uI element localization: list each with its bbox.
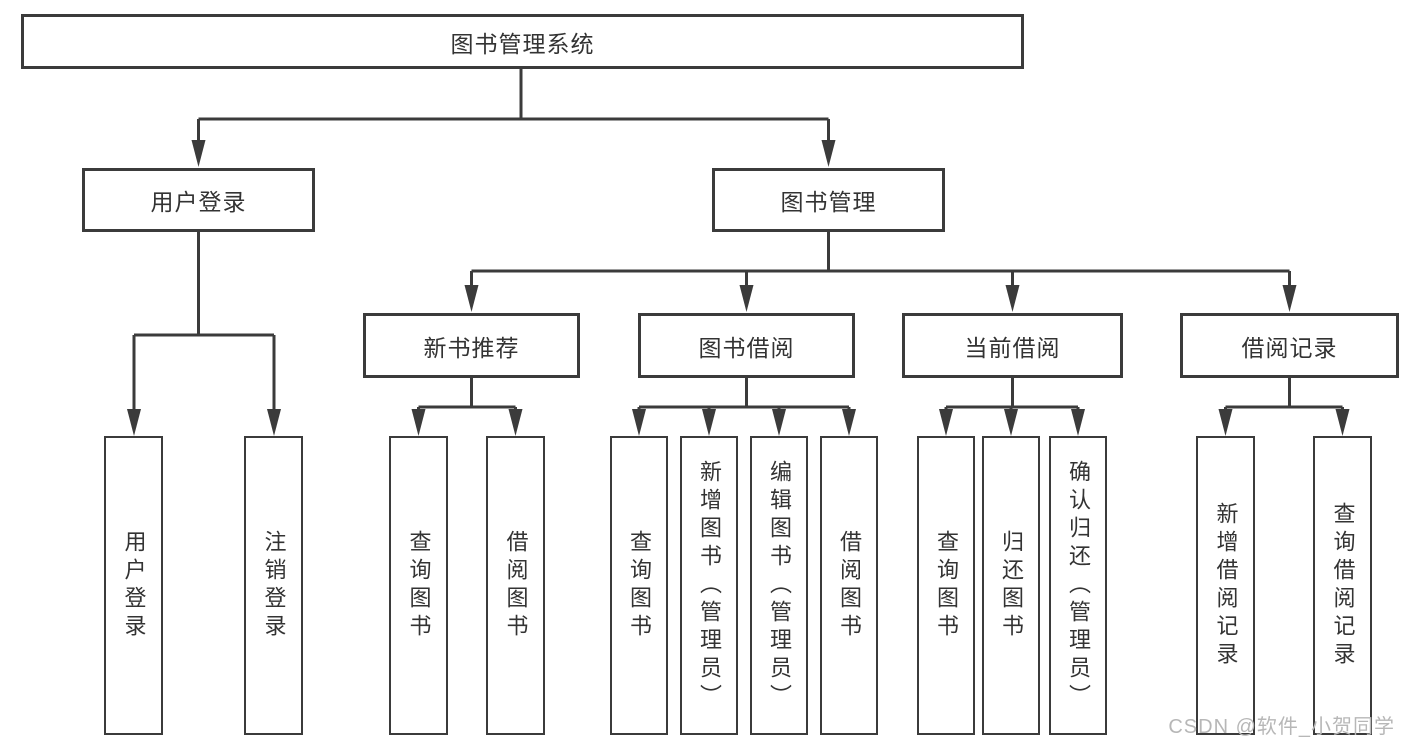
leaf-borrow-books: 借阅图书 xyxy=(820,436,878,735)
node-user-login-label: 用户登录 xyxy=(150,189,247,215)
leaf-query-books-recommend-label: 查询图书 xyxy=(406,529,432,642)
node-book-borrow-label: 图书借阅 xyxy=(698,334,795,361)
node-new-book-recommend: 新书推荐 xyxy=(363,313,580,378)
leaf-borrow-books-label: 借阅图书 xyxy=(837,529,862,642)
connector-root-to-level1 xyxy=(191,69,836,167)
node-current-borrow-label: 当前借阅 xyxy=(964,334,1061,361)
node-borrow-records-label: 借阅记录 xyxy=(1241,334,1338,361)
connector-book-borrow-branch xyxy=(632,378,856,436)
node-borrow-records: 借阅记录 xyxy=(1180,313,1399,378)
leaf-confirm-return-admin-label: 确认归还（管理员） xyxy=(1066,459,1091,712)
leaf-add-borrow-record-label: 新增借阅记录 xyxy=(1213,501,1239,670)
leaf-query-borrow-record-label: 查询借阅记录 xyxy=(1330,501,1356,670)
node-book-management-label: 图书管理 xyxy=(780,189,877,215)
node-book-borrow: 图书借阅 xyxy=(638,313,855,378)
leaf-user-login-label: 用户登录 xyxy=(121,529,147,642)
node-root-label: 图书管理系统 xyxy=(450,30,595,57)
connector-borrow-records-branch xyxy=(1218,378,1350,436)
leaf-query-books-recommend: 查询图书 xyxy=(389,436,448,735)
node-user-login: 用户登录 xyxy=(82,168,315,232)
leaf-return-books-label: 归还图书 xyxy=(999,529,1024,642)
node-new-book-recommend-label: 新书推荐 xyxy=(423,334,520,361)
leaf-edit-books-admin: 编辑图书（管理员） xyxy=(750,436,808,735)
leaf-return-books: 归还图书 xyxy=(982,436,1040,735)
leaf-query-books-borrow-label: 查询图书 xyxy=(627,529,652,642)
leaf-query-books-borrow: 查询图书 xyxy=(610,436,668,735)
leaf-logout-label: 注销登录 xyxy=(261,529,287,642)
leaf-logout: 注销登录 xyxy=(244,436,303,735)
connector-user-login-branch xyxy=(127,232,281,436)
leaf-query-books-current: 查询图书 xyxy=(917,436,975,735)
leaf-add-borrow-record: 新增借阅记录 xyxy=(1196,436,1255,735)
node-root: 图书管理系统 xyxy=(21,14,1024,69)
leaf-add-books-admin-label: 新增图书（管理员） xyxy=(697,459,722,712)
leaf-borrow-books-recommend: 借阅图书 xyxy=(486,436,545,735)
leaf-query-books-current-label: 查询图书 xyxy=(934,529,959,642)
connector-book-management-to-level2 xyxy=(464,232,1297,312)
node-book-management: 图书管理 xyxy=(712,168,945,232)
connector-current-borrow-branch xyxy=(939,378,1085,436)
leaf-add-books-admin: 新增图书（管理员） xyxy=(680,436,738,735)
leaf-borrow-books-recommend-label: 借阅图书 xyxy=(503,529,529,642)
leaf-query-borrow-record: 查询借阅记录 xyxy=(1313,436,1372,735)
node-current-borrow: 当前借阅 xyxy=(902,313,1123,378)
connector-new-book-recommend-branch xyxy=(411,378,523,436)
leaf-confirm-return-admin: 确认归还（管理员） xyxy=(1049,436,1107,735)
leaf-edit-books-admin-label: 编辑图书（管理员） xyxy=(767,459,792,712)
leaf-user-login: 用户登录 xyxy=(104,436,163,735)
